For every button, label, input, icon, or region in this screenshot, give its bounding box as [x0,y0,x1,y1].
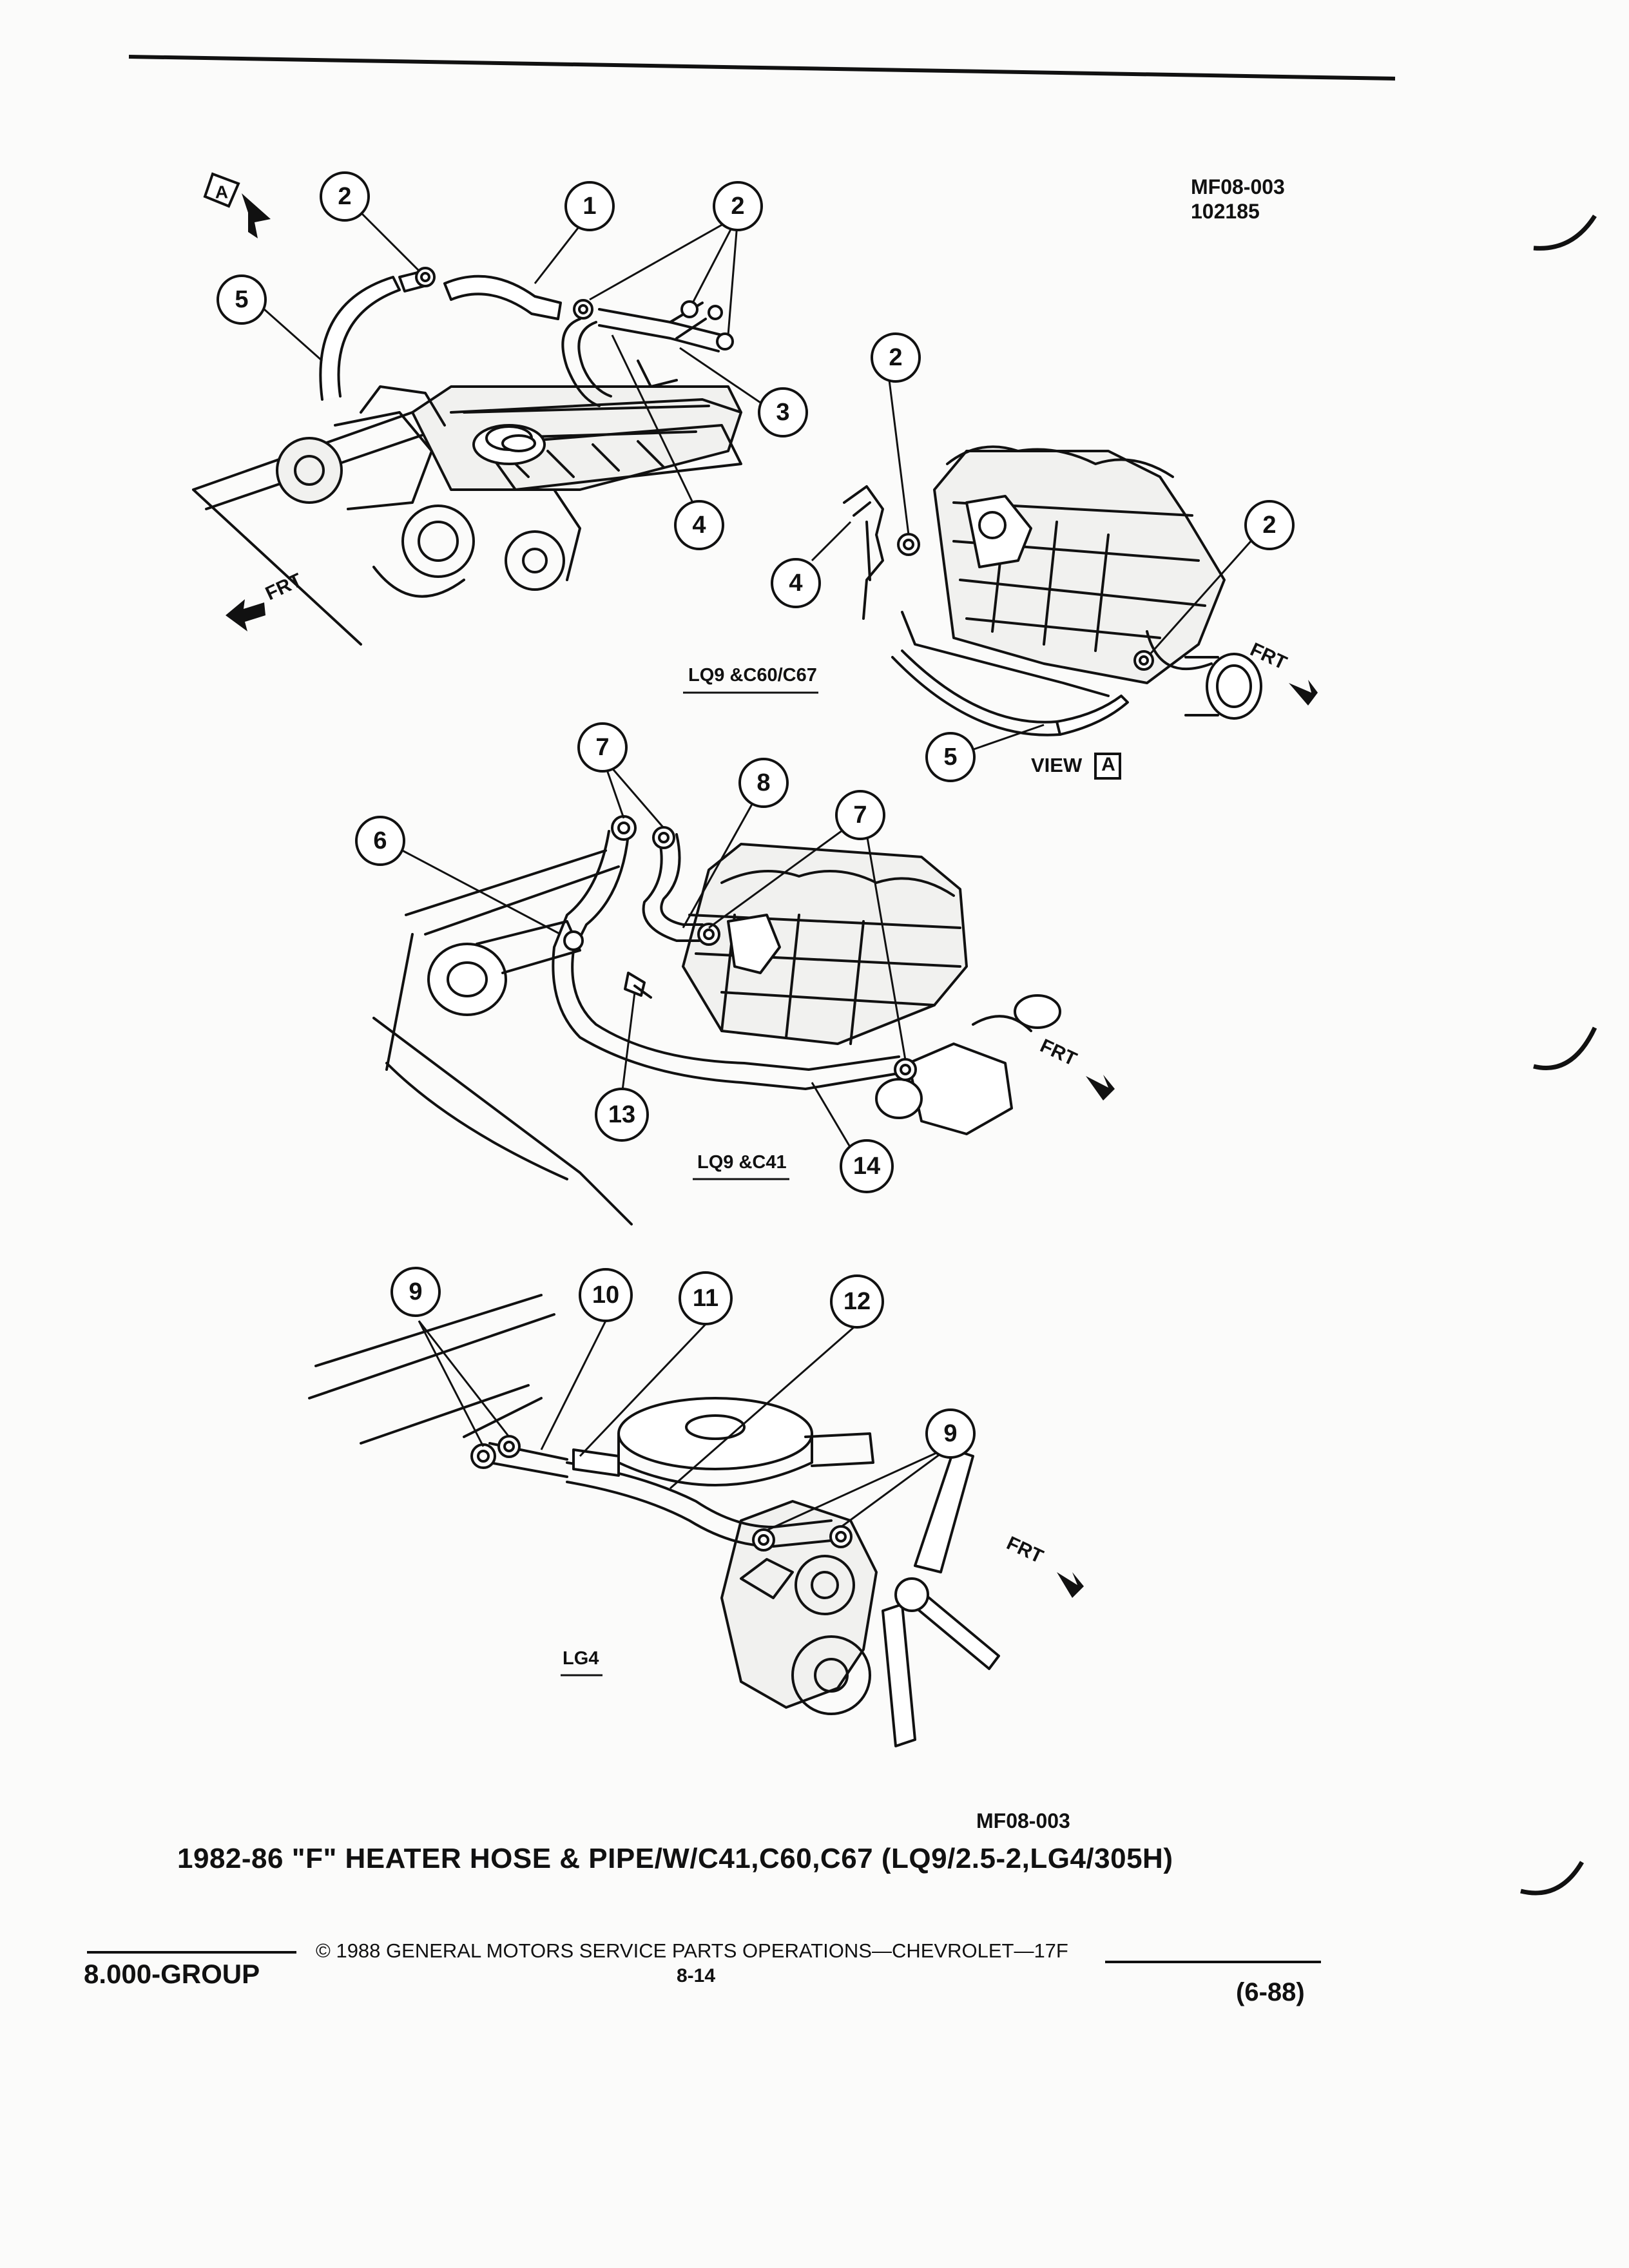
svg-text:2: 2 [889,344,902,371]
callout-2-view-a: 2 [871,332,921,383]
svg-text:11: 11 [693,1285,718,1312]
view1-drawing [192,267,742,646]
view-a-leaders [811,380,1258,752]
callout-7-view2: 7 [577,722,628,773]
figure-code-bottom: MF08-003 [976,1809,1070,1832]
callout-7-view2b: 7 [835,790,885,840]
callout-2-view1b: 2 [713,181,763,231]
binder-marks [1520,215,1597,1896]
callout-3-view1: 3 [758,387,808,437]
figure-code-top: MF08-003 [1191,175,1285,198]
figure-title: 1982-86 "F" HEATER HOSE & PIPE/W/C41,C60… [177,1843,1173,1874]
svg-text:2: 2 [1262,512,1276,539]
footer-page-number: 8-14 [677,1965,716,1986]
frt-arrow-view2: FRT [1037,1035,1115,1100]
figure-code-date: 102185 [1191,200,1260,223]
callout-12-view3: 12 [830,1274,884,1329]
svg-text:3: 3 [776,399,789,426]
callout-9-view3: 9 [390,1267,441,1317]
svg-text:7: 7 [595,734,609,761]
svg-text:6: 6 [373,827,387,854]
view-a-marker-letter: A [215,182,228,202]
svg-text:4: 4 [692,512,706,539]
callout-11-view3: 11 [679,1271,733,1325]
view1-label: LQ9 &C60/C67 [688,665,817,686]
callout-6-view2: 6 [355,816,405,866]
svg-text:14: 14 [853,1153,880,1180]
callout-5-view-a: 5 [925,732,976,782]
top-rule [128,55,1396,81]
svg-text:9: 9 [409,1278,422,1305]
svg-text:1: 1 [583,193,596,220]
view3-drawing [308,1294,1000,1747]
callout-9-view3b: 9 [925,1408,976,1459]
callout-1-view1: 1 [564,181,615,231]
svg-text:7: 7 [853,802,867,829]
callout-13-view2: 13 [595,1088,649,1142]
frt-arrow-view1: FRT [226,570,305,631]
svg-text:10: 10 [592,1282,619,1309]
callout-14-view2: 14 [840,1139,894,1193]
view-a-drawing [843,445,1262,736]
callout-10-view3: 10 [579,1268,633,1322]
view-a-marker: A [203,172,271,238]
footer-copyright: © 1988 GENERAL MOTORS SERVICE PARTS OPER… [316,1939,1068,1962]
footer-date: (6-88) [1236,1978,1305,2006]
frt-label-view3: FRT [1003,1532,1046,1568]
svg-text:9: 9 [943,1420,957,1447]
svg-text:8: 8 [757,769,770,796]
svg-text:13: 13 [608,1101,635,1128]
callout-8-view2: 8 [738,758,789,808]
svg-text:12: 12 [843,1288,871,1315]
frt-arrow-view3: FRT [1003,1532,1084,1598]
frt-label-view2: FRT [1037,1035,1080,1070]
frt-label-view1: FRT [262,570,305,605]
svg-text:5: 5 [943,744,957,771]
view-a-letter-box [1094,753,1121,780]
svg-text:5: 5 [235,286,248,313]
view-a-letter: A [1101,754,1115,775]
view-a-label: VIEW [1031,754,1083,776]
svg-text:2: 2 [731,193,744,220]
view3-label: LG4 [563,1648,599,1669]
svg-text:2: 2 [338,183,351,210]
view1-leaders [264,211,771,503]
svg-text:4: 4 [789,570,802,597]
callout-5-view1: 5 [217,274,267,325]
footer-group: 8.000-GROUP [84,1959,260,1989]
callout-2-view1: 2 [320,171,370,222]
callout-4-view-a: 4 [771,558,821,608]
view2-leaders [396,756,907,1154]
view2-label: LQ9 &C41 [697,1152,787,1173]
callouts: 2 1 2 5 3 4 2 2 4 5 7 8 7 6 13 14 9 10 1… [217,171,1295,1459]
callout-4-view1: 4 [674,500,724,550]
view3-leaders [418,1320,951,1532]
callout-2-view-a-b: 2 [1244,500,1295,550]
